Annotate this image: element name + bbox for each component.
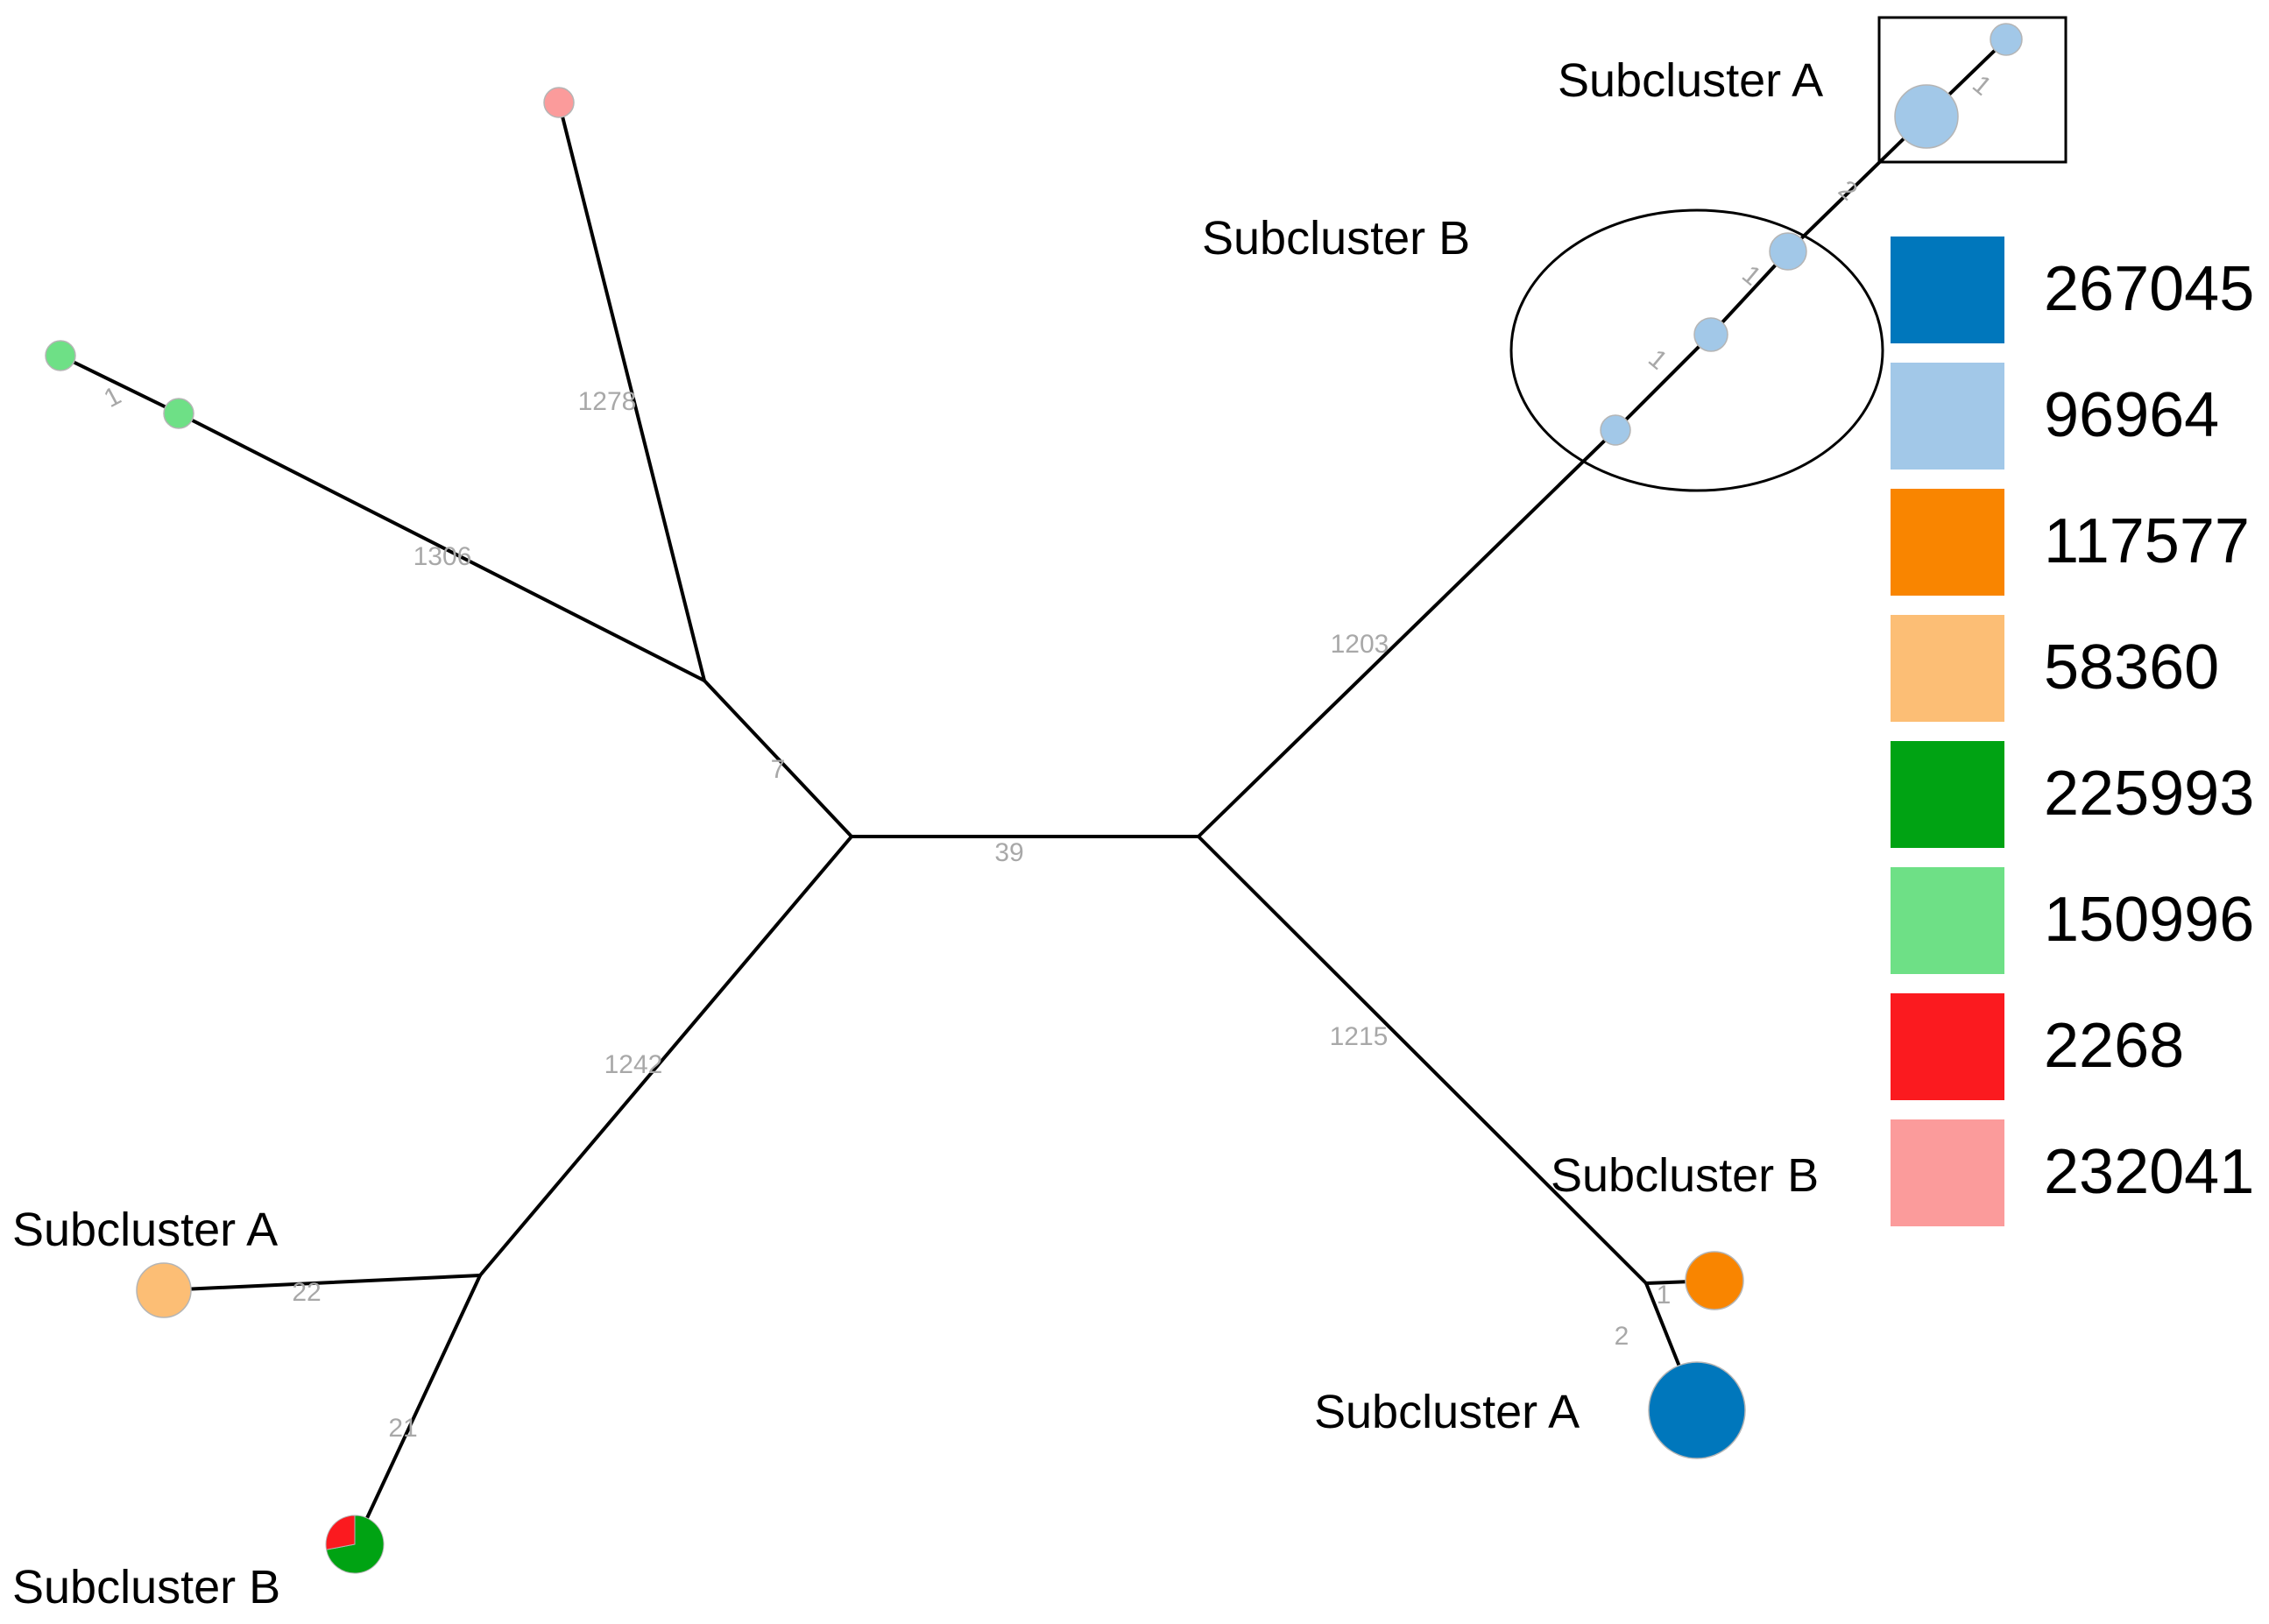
267045-node[interactable] xyxy=(1648,1361,1746,1459)
branch-e-21 xyxy=(353,1274,482,1546)
branch-e-lb1-lb2 xyxy=(1614,333,1713,432)
branch-label-e-1278: 1278 xyxy=(578,387,637,416)
branch-label-e-1242: 1242 xyxy=(604,1050,663,1079)
legend-label-117577: 117577 xyxy=(2044,506,2250,576)
branch-label-e-1306: 1306 xyxy=(414,542,472,571)
cluster-label-subcluster-b-ellipse: Subcluster B xyxy=(1202,212,1470,265)
legend-label-2268: 2268 xyxy=(2044,1011,2184,1081)
legend-swatch-232041[interactable] xyxy=(1891,1119,2004,1226)
subcluster-b-ellipse xyxy=(1509,208,1884,492)
branch-label-e-1-orange: 1 xyxy=(1657,1281,1672,1310)
pie-node-green-red-slice-1 xyxy=(325,1515,356,1550)
branch-e-22 xyxy=(162,1274,482,1292)
branch-label-e-1215: 1215 xyxy=(1330,1022,1389,1051)
branch-label-e-2-dblue: 2 xyxy=(1615,1322,1629,1351)
cluster-labels-layer: Subcluster A Subcluster B Subcluster A Subc… xyxy=(12,54,1823,1613)
legend-swatch-117577[interactable] xyxy=(1891,489,2004,596)
96964-node-upper[interactable] xyxy=(1769,232,1807,271)
legend-label-58360: 58360 xyxy=(2044,632,2219,703)
legend-label-150996: 150996 xyxy=(2044,885,2254,955)
branch-label-e-7: 7 xyxy=(771,755,786,784)
edges-layer xyxy=(59,38,2008,1546)
cluster-label-subcluster-b-bottom-left: Subcluster B xyxy=(12,1561,280,1613)
branch-label-e-22: 22 xyxy=(292,1278,321,1307)
branch-label-e-lb1-lb2: 1 xyxy=(1643,344,1672,376)
legend-swatch-225993[interactable] xyxy=(1891,741,2004,848)
legend-swatch-150996[interactable] xyxy=(1891,867,2004,974)
branch-label-e-1203: 1203 xyxy=(1331,630,1389,659)
legend-swatch-267045[interactable] xyxy=(1891,237,2004,343)
branch-e-green xyxy=(59,354,180,415)
branch-e-1203 xyxy=(1197,428,1617,838)
pie-node-green-red[interactable] xyxy=(325,1515,385,1574)
legend-label-96964: 96964 xyxy=(2044,380,2219,450)
branch-label-e-39: 39 xyxy=(994,838,1023,867)
117577-node[interactable] xyxy=(1685,1251,1744,1310)
branch-e-7 xyxy=(703,679,853,838)
legend-swatch-96964[interactable] xyxy=(1891,363,2004,470)
legend-label-267045: 267045 xyxy=(2044,254,2254,324)
branch-label-e-lb2-lb3: 1 xyxy=(1736,260,1766,292)
branch-e-lb3-big xyxy=(1786,115,1928,253)
96964-node-lower[interactable] xyxy=(1600,414,1631,446)
legend-swatch-58360[interactable] xyxy=(1891,615,2004,722)
branch-e-1242 xyxy=(478,835,853,1277)
96964-node-large[interactable] xyxy=(1894,84,1959,149)
branch-e-1278 xyxy=(557,101,706,682)
96964-node-small[interactable] xyxy=(1990,23,2023,56)
58360-node[interactable] xyxy=(136,1262,192,1318)
96964-node-middle[interactable] xyxy=(1693,317,1728,352)
cluster-label-subcluster-a-bottom-left: Subcluster A xyxy=(12,1204,278,1256)
150996-node-right[interactable] xyxy=(163,398,194,429)
cluster-label-subcluster-b-bottom-right: Subcluster B xyxy=(1551,1149,1819,1202)
branch-label-e-21: 21 xyxy=(388,1414,417,1443)
legend-swatch-2268[interactable] xyxy=(1891,993,2004,1100)
legend-label-225993: 225993 xyxy=(2044,759,2254,829)
nodes-layer xyxy=(45,23,2023,1574)
cluster-label-subcluster-a-bottom-right: Subcluster A xyxy=(1314,1386,1580,1438)
150996-node-left[interactable] xyxy=(45,340,76,371)
annotations-layer xyxy=(1509,16,2068,492)
branch-e-1215 xyxy=(1197,835,1648,1285)
legend-label-232041: 232041 xyxy=(2044,1137,2254,1207)
branch-e-1306 xyxy=(177,412,706,682)
subcluster-a-box xyxy=(1877,16,2068,164)
legend-layer: 267045 96964 117577 58360 225993 150996 2268 23… xyxy=(1891,237,2254,1226)
cluster-label-subcluster-a-top-right: Subcluster A xyxy=(1558,54,1823,107)
232041-node[interactable] xyxy=(543,87,575,118)
